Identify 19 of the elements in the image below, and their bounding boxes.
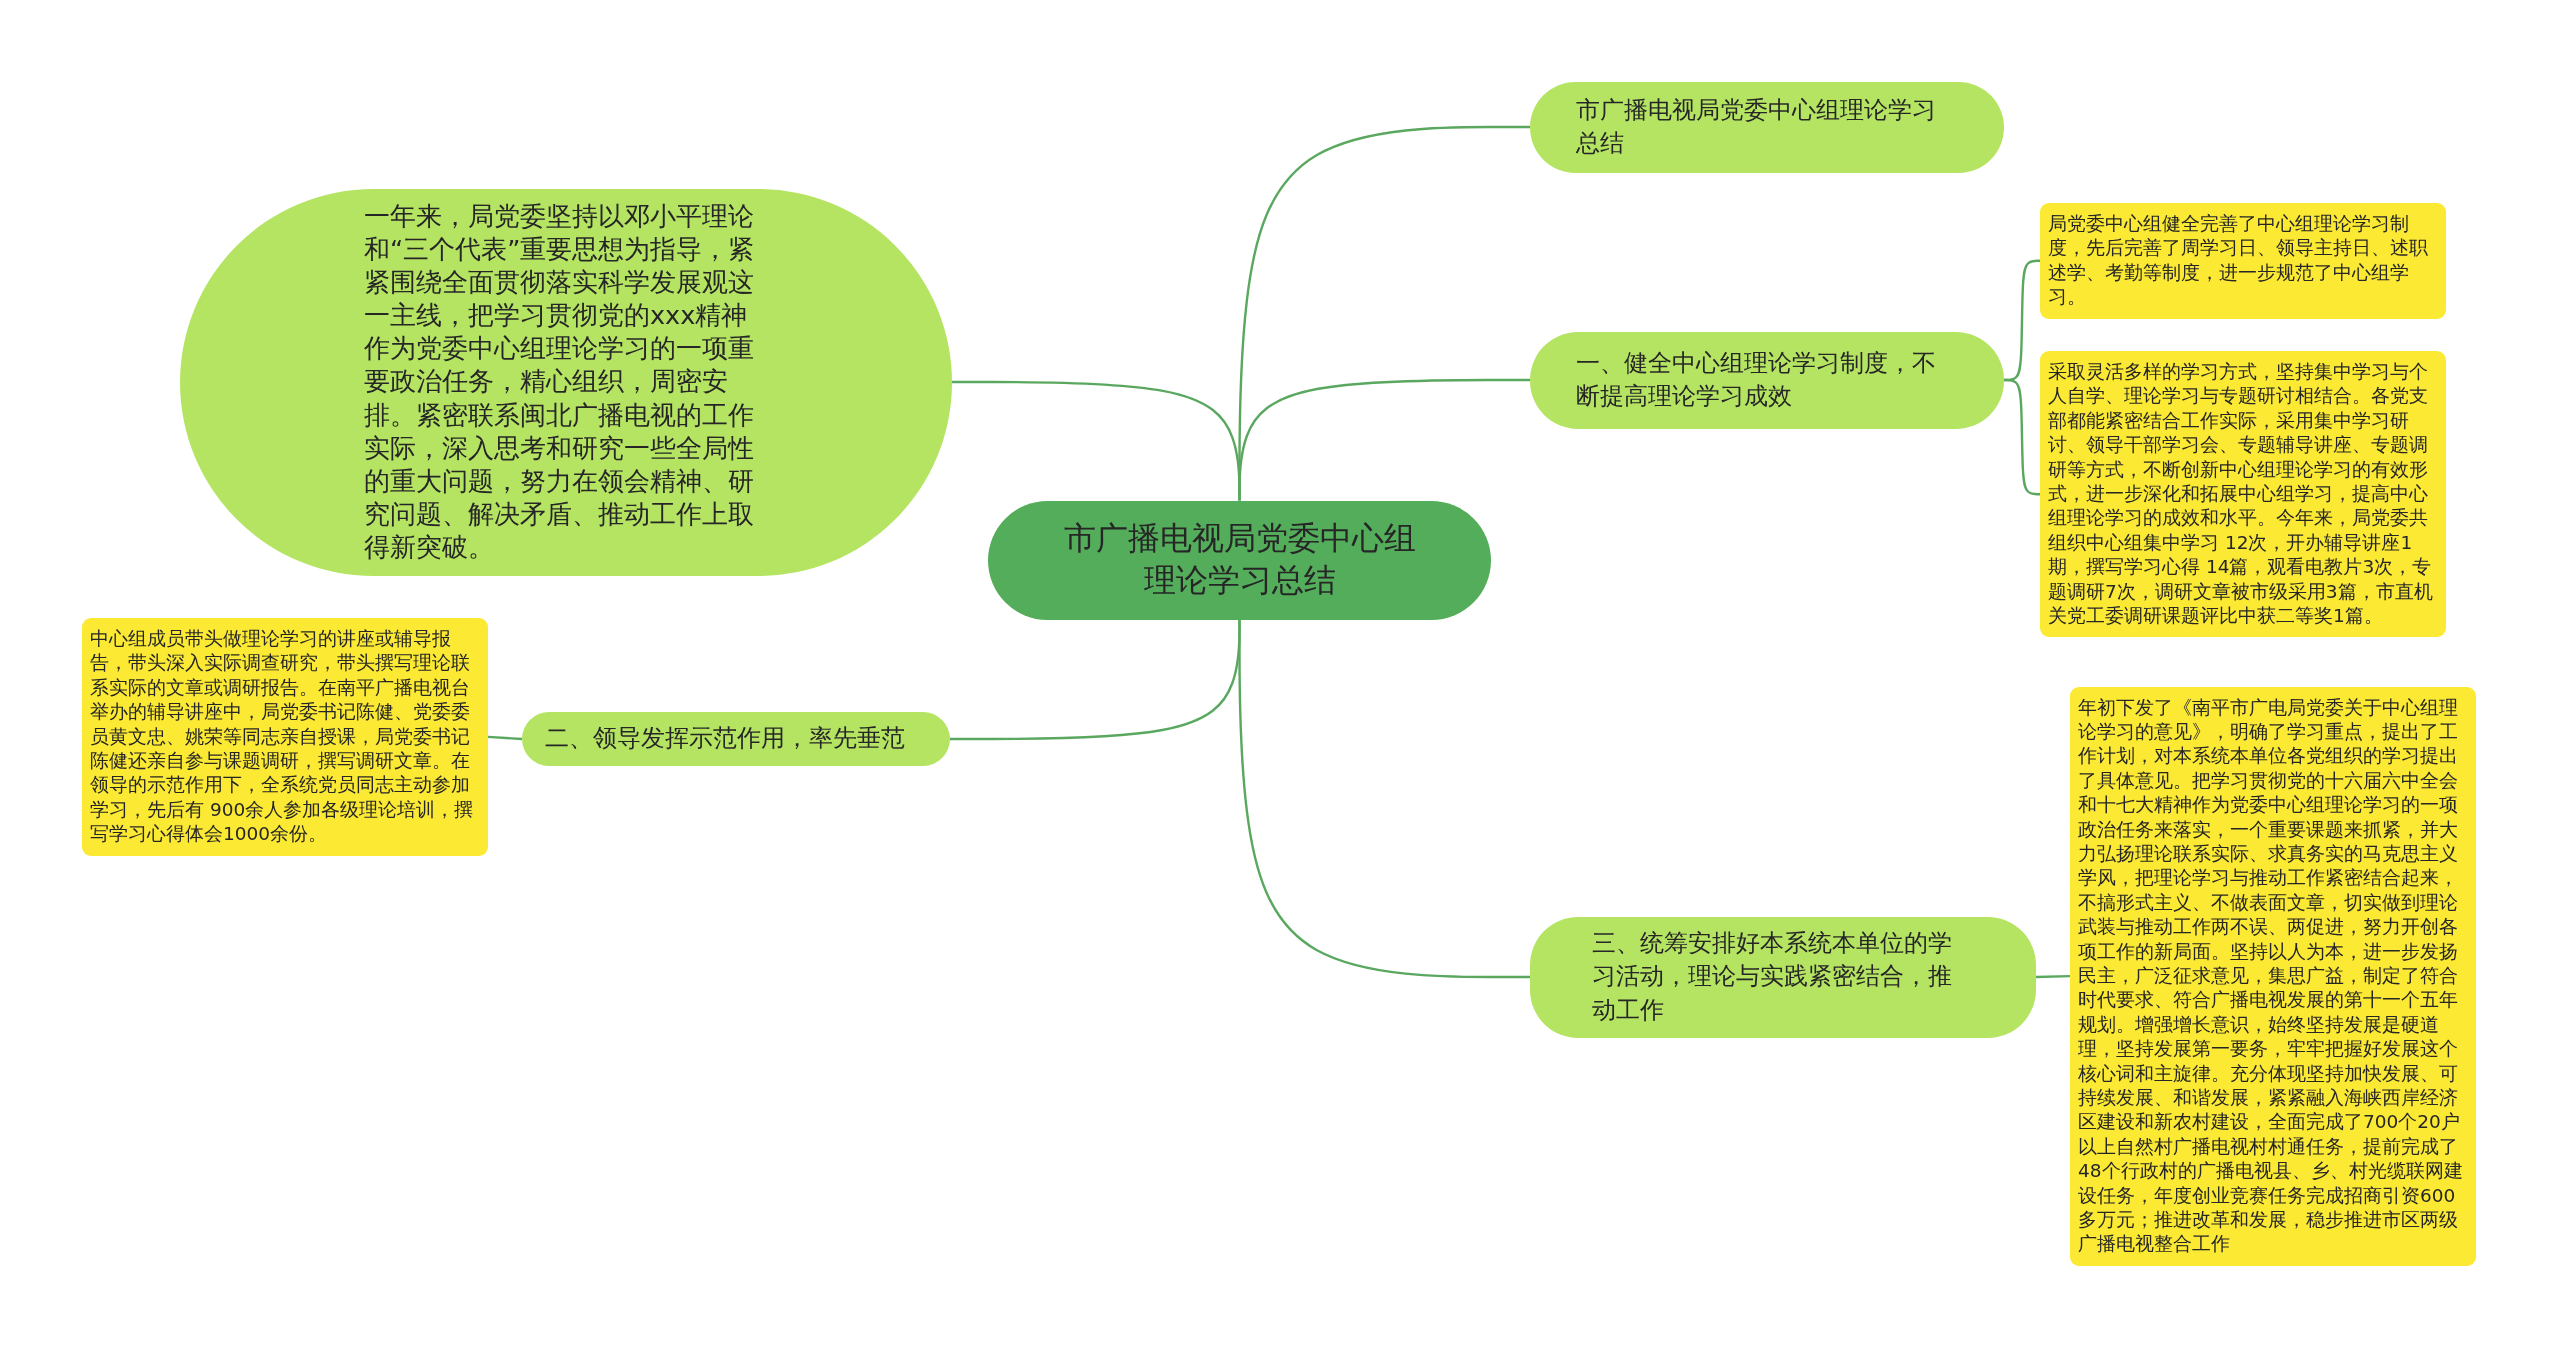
note-text: 年初下发了《南平市广电局党委关于中心组理论学习的意见》，明确了学习重点，提出了工作计划，对本系统本单位各党组织的学习提出了具体意见。把学习贯彻党的十六届六中全会和十七大精神作为党委中心组理论学习的一项政治任务来落实，一个重要课题来抓紧，并大力弘扬理论联系实际、求真务实的马克思主义学风，把理论学习与推动工作紧密结合起来，不搞形式主义、不做表面文章，切实做到理论武装与推动工作两不误、两促进，努力开创各项工作的新局面。坚持以人为本，进一步发扬民主，广泛征求意见，集思广益，制定了符合时代要求、符合广播电视发展的第十一个五年规划。增强增长意识，始终坚持发展是硬道理，坚持发展第一要务，牢牢把握好发展这个核心词和主旋律。充分体现坚持加快发展、可持续发展、和谐发展，紧紧融入海峡西岸经济区建设和新农村建设，全面完成了700个20户以上自然村广播电视村村通任务，提前完成了48个行政村的广播电视县、乡、村光缆联网建设任务，年度创业竞赛任务完成招商引资600多万元；推进改革和发展，稳步推进市区两级广播电视整合工作	[2078, 695, 2464, 1257]
topic-bubble	[1530, 916, 2036, 1038]
topic-text: 市广播电视局党委中心组理论学习总结	[1062, 518, 1417, 601]
note-text: 采取灵活多样的学习方式，坚持集中学习与个人自学、理论学习与专题研讨相结合。各党支部都能紧密结合工作实际，采用集中学习研讨、领导干部学习会、专题辅导讲座、专题调研等方式，不断创新中心组理论学习的有效形式，进一步深化和拓展中心组学习，提高中心组理论学习的成效和水平。今年来，局党委共组织中心组集中学习 12次，开办辅导讲座1期，撰写学习心得 14篇，观看电教片3次，专题调研7次，调研文章被市级采用3篇，市直机关党工委调研课题评比中获二等奖1篇。	[2048, 360, 2434, 629]
connector-line	[2004, 378, 2040, 496]
connector-line	[952, 380, 1241, 501]
topic-text: 一、健全中心组理论学习制度，不断提高理论学习成效	[1575, 347, 1937, 412]
note-card	[2040, 203, 2446, 319]
connector-line	[950, 619, 1241, 741]
topic-text: 二、领导发挥示范作用，率先垂范	[544, 723, 906, 755]
note-text: 中心组成员带头做理论学习的讲座或辅导报告，带头深入实际调查研究，带头撰写理论联系实际的文章或调研报告。在南平广播电视台举办的辅导讲座中，局党委书记陈健、党委委员黄文忠、姚荣等同志亲自授课，局党委书记陈健还亲自参与课题调研，撰写调研文章。在领导的示范作用下，全系统党员同志主动参加学习，先后有 900余人参加各级理论培训，撰写学习心得体会1000余份。	[90, 627, 475, 847]
connector-line	[2035, 974, 2071, 979]
topic-bubble	[522, 712, 950, 766]
topic-text: 一年来，局党委坚持以邓小平理论和“三个代表”重要思想为指导，紧紧围绕全面贯彻落实科学发展观这一主线，把学习贯彻党的xxx精神作为党委中心组理论学习的一项重要政治任务，精心组织，周密安排。紧密联系闽北广播电视的工作实际，深入思考和研究一些全局性的重大问题，努力在领会精神、研究问题、解决矛盾、推动工作上取得新突破。	[364, 199, 756, 565]
connector-line	[1238, 619, 1530, 979]
topic-text: 三、统筹安排好本系统本单位的学习活动，理论与实践紧密结合，推动工作	[1591, 928, 1953, 1026]
note-text: 局党委中心组健全完善了中心组理论学习制度，先后完善了周学习日、领导主持日、述职述学、考勤等制度，进一步规范了中心组学习。	[2048, 212, 2429, 310]
topic-text: 市广播电视局党委中心组理论学习总结	[1575, 94, 1937, 159]
connector-line	[487, 735, 523, 741]
